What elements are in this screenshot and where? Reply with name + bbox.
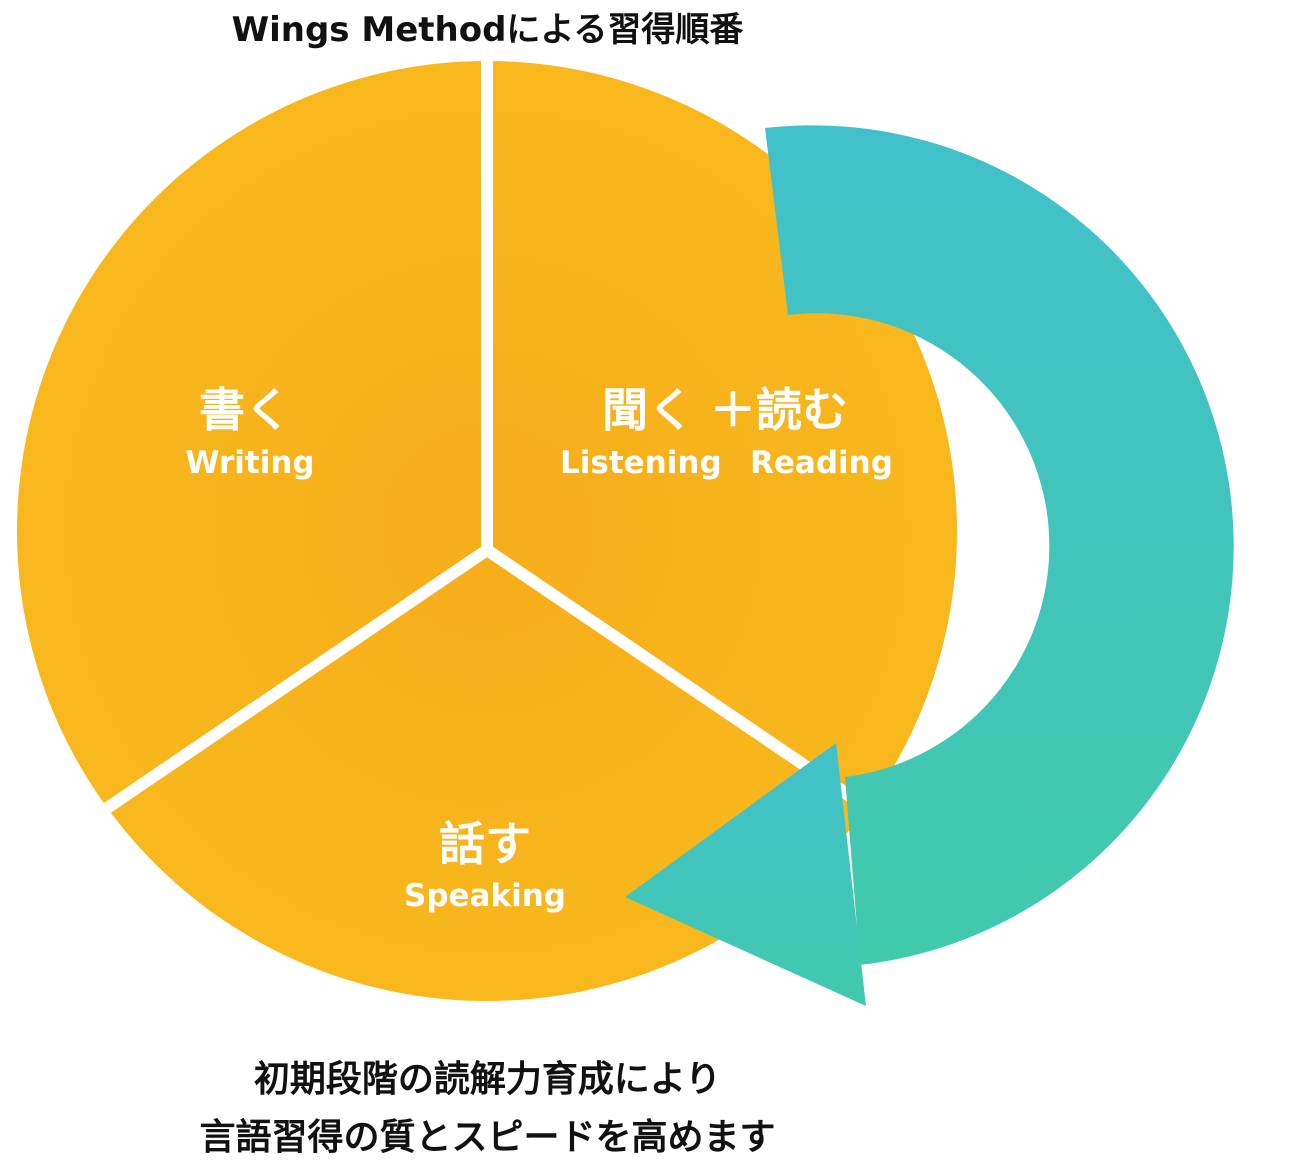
diagram-title: Wings Methodによる習得順番: [231, 10, 744, 50]
caption-line-1: 初期段階の読解力育成により: [253, 1059, 722, 1100]
listening-reading-label-jp: 聞く ＋読む: [601, 383, 848, 437]
cycle-arrow-body: [765, 125, 1234, 966]
speaking-label-en: Speaking: [404, 878, 566, 914]
writing-label-jp: 書く: [199, 383, 291, 437]
caption-line-2: 言語習得の質とスピードを高めます: [199, 1117, 776, 1158]
listening-label-en: Listening: [560, 445, 722, 481]
speaking-label-jp: 話す: [439, 817, 531, 871]
reading-label-en: Reading: [750, 445, 893, 481]
writing-label-en: Writing: [185, 445, 315, 481]
cycle-arrow-head: [625, 743, 866, 1006]
